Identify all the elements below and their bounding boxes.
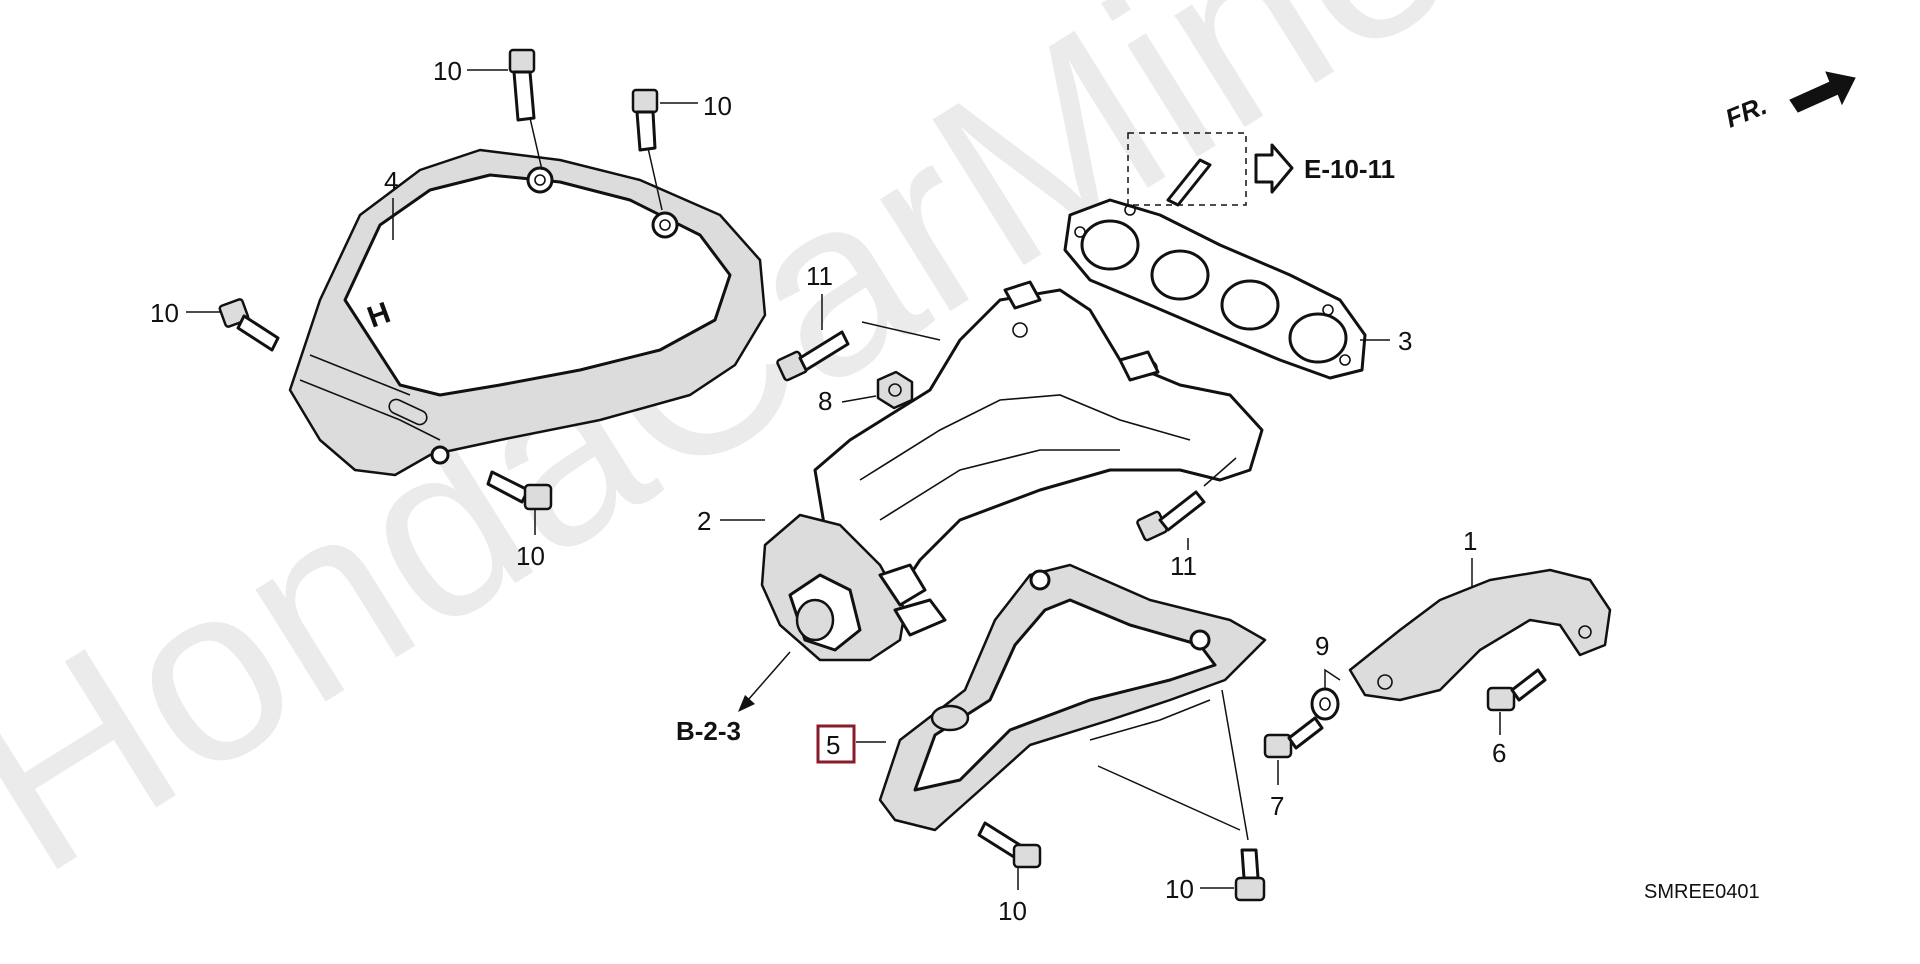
callout-part-11-a[interactable]: 11 bbox=[806, 261, 833, 330]
callout-part-10-a[interactable]: 10 bbox=[433, 56, 508, 86]
callout-part-8[interactable]: 8 bbox=[818, 386, 877, 416]
front-direction-arrow: FR. bbox=[1721, 71, 1856, 134]
ref-arrow-b-2-3[interactable]: B-2-3 bbox=[676, 651, 791, 746]
callout-part-7[interactable]: 7 bbox=[1270, 760, 1284, 821]
bolt-manifold-upper[interactable] bbox=[776, 321, 941, 382]
callout-part-10-b[interactable]: 10 bbox=[660, 91, 732, 121]
washer[interactable] bbox=[1310, 668, 1341, 721]
bolt-lower-shield[interactable] bbox=[486, 470, 553, 511]
svg-text:10: 10 bbox=[1165, 874, 1194, 904]
bolt-top-left[interactable] bbox=[508, 48, 543, 171]
lower-heat-shield[interactable] bbox=[878, 563, 1267, 832]
manifold-gasket[interactable] bbox=[1063, 198, 1367, 380]
svg-text:B-2-3: B-2-3 bbox=[676, 716, 741, 746]
svg-text:11: 11 bbox=[806, 261, 833, 291]
svg-text:2: 2 bbox=[697, 506, 711, 536]
svg-text:10: 10 bbox=[998, 896, 1027, 926]
callout-part-1[interactable]: 1 bbox=[1463, 526, 1477, 588]
diagram-code: SMREE0401 bbox=[1644, 881, 1760, 903]
part-5-highlight-box bbox=[816, 724, 856, 764]
bolt-part-7[interactable] bbox=[1263, 716, 1324, 759]
svg-text:11: 11 bbox=[1170, 551, 1197, 581]
svg-text:1: 1 bbox=[1463, 526, 1477, 556]
callout-part-10-c[interactable]: 10 bbox=[150, 298, 222, 328]
bolt-manifold-lower[interactable] bbox=[1136, 457, 1237, 542]
stud-ref-box bbox=[1127, 132, 1247, 207]
svg-text:8: 8 bbox=[818, 386, 832, 416]
bolt-part-6[interactable] bbox=[1486, 668, 1547, 712]
callout-part-3[interactable]: 3 bbox=[1360, 326, 1412, 356]
bracket[interactable] bbox=[1348, 568, 1612, 702]
svg-text:4: 4 bbox=[384, 166, 398, 196]
svg-text:E-10-11: E-10-11 bbox=[1304, 154, 1395, 184]
bolt-left[interactable] bbox=[218, 298, 280, 352]
callout-part-11-b[interactable]: 11 bbox=[1170, 538, 1197, 581]
callout-part-10-d[interactable]: 10 bbox=[516, 510, 545, 571]
svg-text:10: 10 bbox=[703, 91, 732, 121]
callout-part-2[interactable]: 2 bbox=[697, 506, 765, 536]
svg-text:6: 6 bbox=[1492, 738, 1506, 768]
callout-part-10-e[interactable]: 10 bbox=[998, 868, 1027, 926]
svg-text:7: 7 bbox=[1270, 791, 1284, 821]
svg-text:5: 5 bbox=[826, 730, 840, 760]
svg-text:10: 10 bbox=[433, 56, 462, 86]
callout-part-4[interactable]: 4 bbox=[384, 166, 398, 240]
ref-arrow-e-10-11[interactable]: E-10-11 bbox=[1254, 143, 1395, 194]
svg-text:10: 10 bbox=[150, 298, 179, 328]
svg-text:10: 10 bbox=[516, 541, 545, 571]
upper-heat-shield[interactable]: H bbox=[288, 148, 767, 477]
callout-part-6[interactable]: 6 bbox=[1492, 712, 1506, 768]
callout-part-10-f[interactable]: 10 bbox=[1165, 874, 1234, 904]
front-label: FR. bbox=[1721, 90, 1771, 134]
svg-text:3: 3 bbox=[1398, 326, 1412, 356]
exhaust-manifold[interactable] bbox=[760, 280, 1264, 662]
bolt-top-right[interactable] bbox=[631, 88, 663, 211]
bolt-lower-shield-right[interactable] bbox=[1221, 689, 1266, 902]
callout-part-9[interactable]: 9 bbox=[1315, 631, 1329, 661]
flange-nut[interactable] bbox=[876, 370, 914, 410]
svg-text:9: 9 bbox=[1315, 631, 1329, 661]
bolt-lower-shield-left[interactable] bbox=[977, 765, 1241, 869]
callout-part-5[interactable]: 5 bbox=[816, 724, 886, 764]
